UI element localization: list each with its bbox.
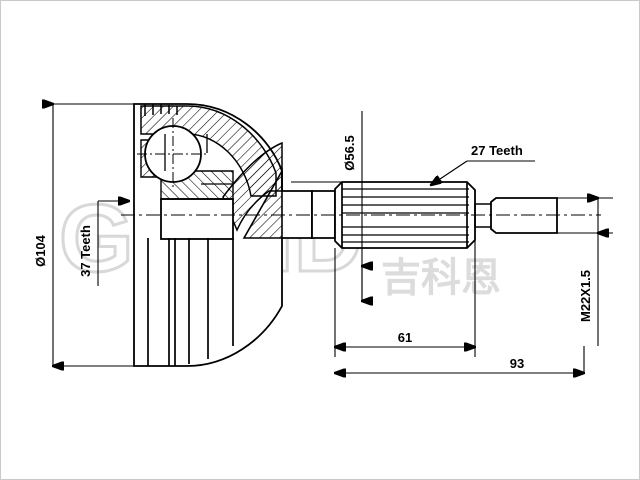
callout-label-37-teeth: 37 Teeth xyxy=(78,225,93,277)
dim-label-length-61: 61 xyxy=(398,330,412,345)
dim-label-length-93: 93 xyxy=(510,356,524,371)
spline-tooth-lines xyxy=(342,188,469,243)
bell-lip-serrations xyxy=(144,104,178,116)
callout-label-27-teeth: 27 Teeth xyxy=(471,143,523,158)
body-groove-lines xyxy=(147,238,234,366)
dimension-labels-group: Ø104 37 Teeth Ø56.5 27 Teeth M22X1.5 61 … xyxy=(33,135,593,371)
flange-hatch xyxy=(242,167,283,239)
dim-label-shaft-diameter: Ø56.5 xyxy=(342,135,357,170)
dim-label-outer-diameter: Ø104 xyxy=(33,234,48,267)
dimension-lines-group xyxy=(53,104,613,373)
dim-label-thread-spec: M22X1.5 xyxy=(578,270,593,322)
cage-detail-lines xyxy=(164,134,233,185)
inner-race-bore xyxy=(160,198,234,240)
joint-geometry xyxy=(121,103,601,367)
cage-arm-hatch xyxy=(222,141,283,232)
bearing-ball-centerlines xyxy=(137,118,209,190)
teeth27-leader-angled xyxy=(431,160,468,185)
watermark-cjk-text: 吉科恩 xyxy=(381,255,501,301)
